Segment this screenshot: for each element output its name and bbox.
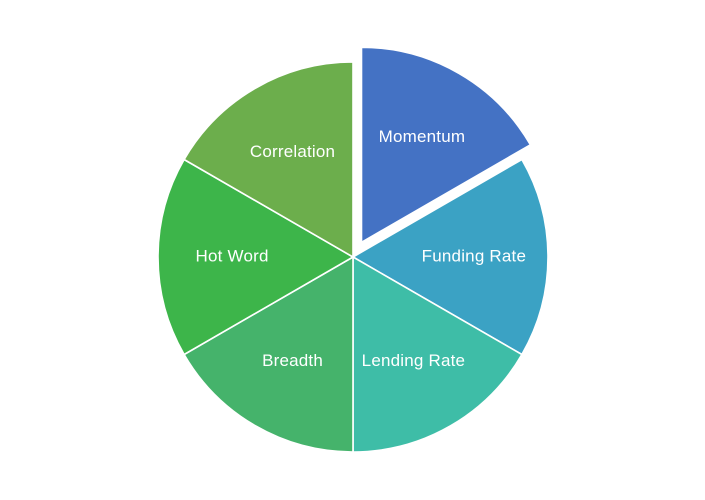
pie-slice[interactable]	[360, 46, 532, 244]
pie-slice-label: Funding Rate	[422, 246, 526, 265]
pie-slice[interactable]	[157, 158, 354, 356]
pie-slice[interactable]	[183, 61, 354, 258]
pie-slice[interactable]	[352, 158, 549, 356]
pie-slices-group	[157, 46, 549, 453]
pie-slice-label: Correlation	[250, 142, 335, 161]
pie-slice-label: Lending Rate	[362, 351, 466, 370]
pie-slice-label: Breadth	[262, 351, 323, 370]
pie-slice[interactable]	[183, 256, 354, 453]
pie-slice-label: Hot Word	[196, 246, 269, 265]
pie-slice[interactable]	[352, 256, 523, 453]
pie-slice-label: Momentum	[379, 127, 466, 146]
